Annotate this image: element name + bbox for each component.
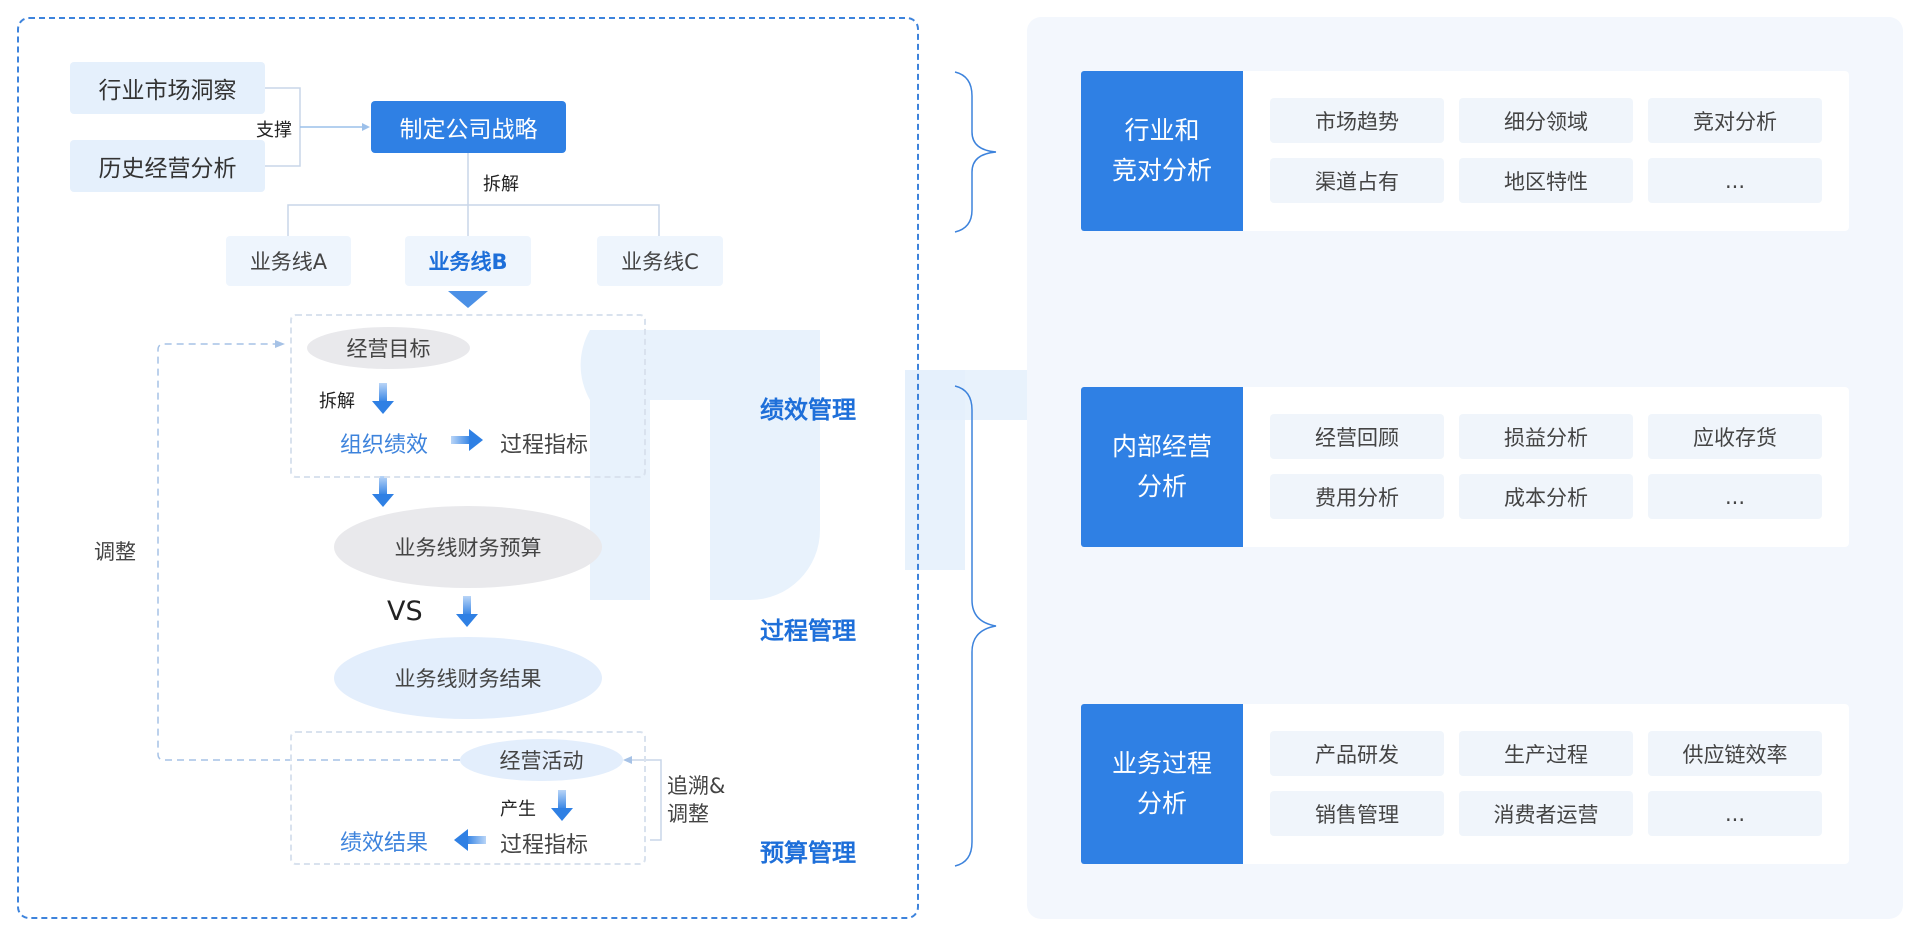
process-metric-bottom: 过程指标 — [500, 833, 589, 858]
chip-rnd: 产品研发 — [1270, 731, 1444, 776]
goal-decompose-label: 拆解 — [319, 391, 355, 412]
process-metric-top: 过程指标 — [500, 433, 589, 458]
input-history-analysis: 历史经营分析 — [70, 140, 265, 192]
card-title-internal-line2: 分析 — [1136, 472, 1187, 501]
chip-production: 生产过程 — [1459, 731, 1633, 776]
trace-adjust-label: 追溯& 调整 — [667, 772, 725, 828]
trace-label-line2: 调整 — [667, 802, 709, 826]
chip-cost: 成本分析 — [1459, 474, 1633, 519]
chip-more-industry: ... — [1648, 158, 1822, 203]
card-title-industry-line1: 行业和 — [1124, 116, 1200, 145]
company-strategy-box: 制定公司战略 — [371, 101, 566, 153]
trace-label-line1: 追溯& — [667, 774, 726, 798]
adjust-label: 调整 — [94, 540, 136, 564]
performance-management-label: 绩效管理 — [760, 396, 856, 424]
chip-competitor: 竞对分析 — [1648, 98, 1822, 143]
chip-segment: 细分领域 — [1459, 98, 1633, 143]
financial-budget: 业务线财务预算 — [334, 506, 602, 588]
card-title-internal: 内部经营 分析 — [1081, 387, 1243, 547]
chip-receivable-inventory: 应收存货 — [1648, 414, 1822, 459]
business-activity: 经营活动 — [460, 739, 623, 781]
chip-business-review: 经营回顾 — [1270, 414, 1444, 459]
chip-profit-loss: 损益分析 — [1459, 414, 1633, 459]
card-title-industry-line2: 竞对分析 — [1111, 156, 1212, 185]
card-title-industry: 行业和 竞对分析 — [1081, 71, 1243, 231]
chip-market-trend: 市场趋势 — [1270, 98, 1444, 143]
performance-result: 绩效结果 — [340, 831, 429, 856]
decompose-label: 拆解 — [483, 174, 519, 195]
activity-box — [290, 731, 646, 865]
business-line-b: 业务线B — [405, 236, 531, 286]
vs-label: VS — [387, 596, 423, 627]
card-title-internal-line1: 内部经营 — [1111, 432, 1212, 461]
budget-management-label: 预算管理 — [760, 839, 856, 867]
input-industry-insight: 行业市场洞察 — [70, 62, 265, 114]
business-line-a: 业务线A — [226, 236, 351, 286]
card-title-process-line2: 分析 — [1136, 789, 1187, 818]
chip-consumer-ops: 消费者运营 — [1459, 791, 1633, 836]
performance-box — [290, 314, 646, 478]
chip-sales: 销售管理 — [1270, 791, 1444, 836]
card-title-process: 业务过程 分析 — [1081, 704, 1243, 864]
process-management-label: 过程管理 — [760, 617, 856, 645]
chip-more-process: ... — [1648, 791, 1822, 836]
chip-more-internal: ... — [1648, 474, 1822, 519]
chip-supply-chain: 供应链效率 — [1648, 731, 1822, 776]
financial-result: 业务线财务结果 — [334, 637, 602, 719]
card-title-process-line1: 业务过程 — [1111, 749, 1212, 778]
chip-expense: 费用分析 — [1270, 474, 1444, 519]
strategy-flow-panel — [17, 17, 919, 919]
produce-label: 产生 — [500, 799, 536, 820]
business-goal: 经营目标 — [307, 327, 470, 369]
support-label: 支撑 — [256, 120, 292, 141]
chip-region: 地区特性 — [1459, 158, 1633, 203]
business-line-c: 业务线C — [597, 236, 723, 286]
org-performance: 组织绩效 — [340, 433, 429, 458]
chip-channel-share: 渠道占有 — [1270, 158, 1444, 203]
